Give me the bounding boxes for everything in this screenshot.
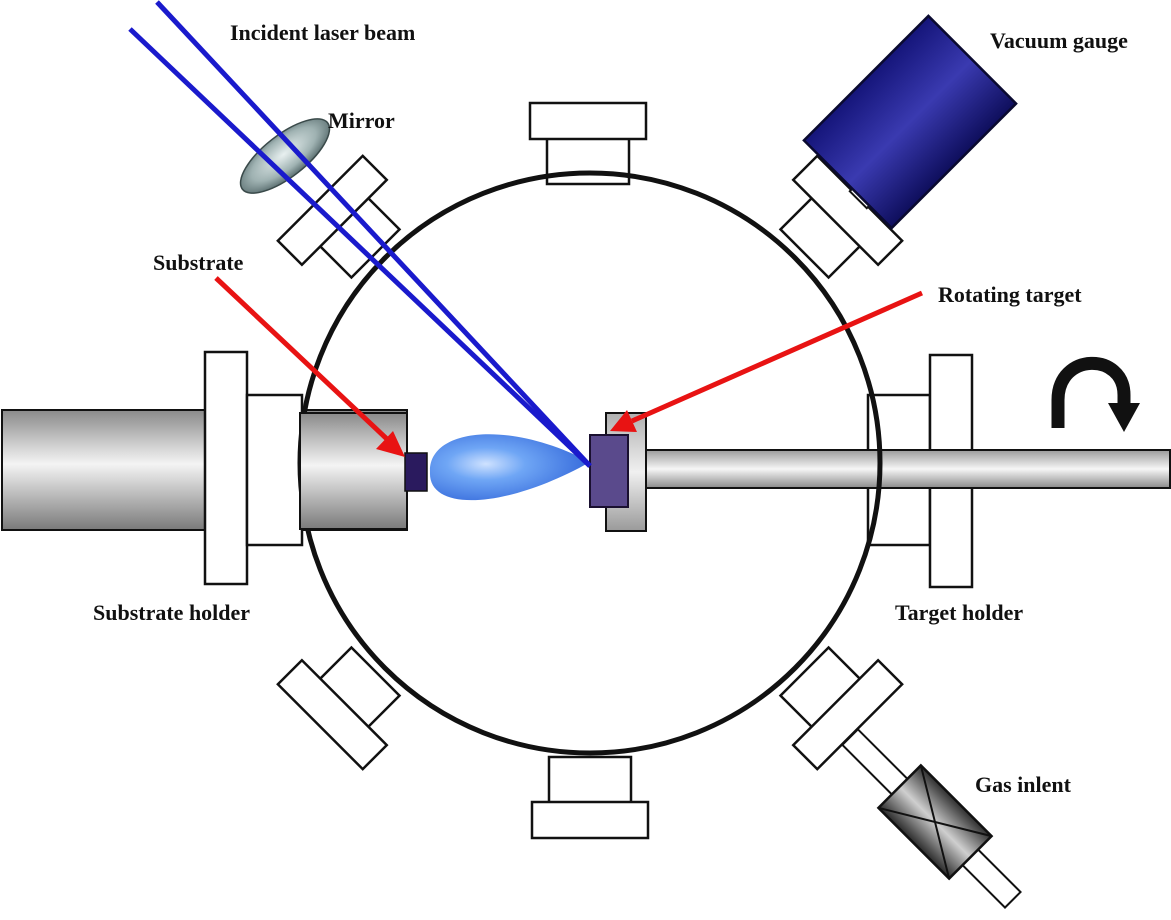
label-target-holder: Target holder bbox=[895, 600, 1023, 625]
label-rotating-target: Rotating target bbox=[938, 282, 1082, 307]
substrate-holder-flange bbox=[203, 350, 249, 586]
plasma-plume bbox=[429, 434, 590, 501]
label-substrate: Substrate bbox=[153, 250, 244, 275]
curved-rotation-arrow-icon bbox=[1051, 356, 1140, 432]
substrate-pointer-head bbox=[376, 431, 405, 457]
vacuum-gauge bbox=[802, 14, 1018, 230]
target-pointer-head bbox=[610, 410, 637, 432]
target-pointer-line bbox=[630, 290, 924, 424]
mirror bbox=[239, 118, 331, 194]
bottom-port-flange bbox=[530, 800, 650, 840]
substrate-holder-neck bbox=[245, 393, 304, 547]
bottom-port-neck bbox=[547, 755, 633, 805]
substrate-holder-inner bbox=[299, 412, 408, 530]
substrate bbox=[404, 452, 428, 492]
top-port-flange bbox=[528, 101, 648, 141]
upper-right-port bbox=[778, 138, 920, 280]
target-rod bbox=[639, 449, 1171, 489]
label-gas-inlet: Gas inlent bbox=[975, 772, 1072, 797]
rotating-target bbox=[589, 434, 629, 508]
label-substrate-holder: Substrate holder bbox=[93, 600, 250, 625]
upper-left-port bbox=[276, 154, 402, 280]
gas-inlet-assembly bbox=[840, 727, 1022, 909]
substrate-pointer-line bbox=[214, 276, 390, 442]
lower-right-port bbox=[778, 645, 904, 771]
laser-beam-1 bbox=[155, 0, 592, 468]
lower-left-port bbox=[276, 645, 402, 771]
laser-beam-2 bbox=[128, 27, 592, 468]
label-mirror: Mirror bbox=[328, 108, 395, 133]
label-incident-laser-beam: Incident laser beam bbox=[230, 20, 415, 45]
label-vacuum-gauge: Vacuum gauge bbox=[990, 28, 1128, 53]
